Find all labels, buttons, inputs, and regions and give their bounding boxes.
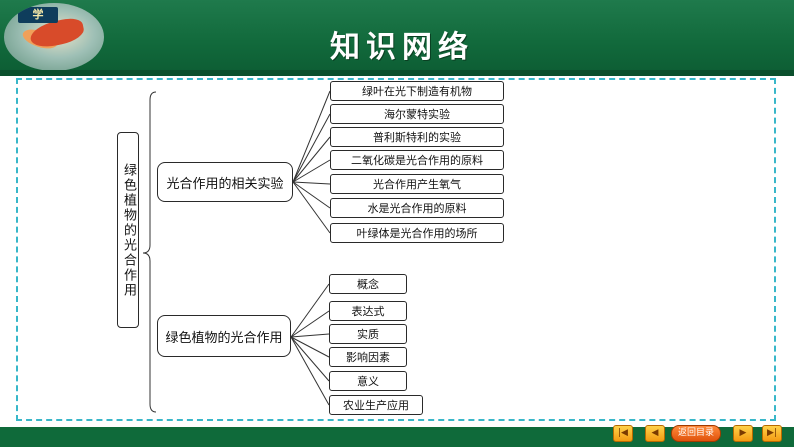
prev-page-button[interactable]: ◀: [645, 425, 665, 442]
root-brace: [142, 91, 157, 413]
logo-badge: 学: [18, 7, 58, 23]
leaf-node: 表达式: [329, 301, 407, 321]
branch-node-photosynthesis: 绿色植物的光合作用: [157, 315, 291, 357]
branch2-connectors: [290, 283, 330, 406]
skip-forward-icon: ▶|: [767, 428, 777, 438]
return-toc-button[interactable]: 返回目录: [671, 425, 721, 442]
leaf-node: 水是光合作用的原料: [330, 198, 504, 218]
header-stripe: [0, 70, 794, 76]
leaf-node: 农业生产应用: [329, 395, 423, 415]
first-page-button[interactable]: |◀: [613, 425, 633, 442]
footer-bar: [0, 427, 794, 447]
leaf-node: 海尔蒙特实验: [330, 104, 504, 124]
prev-icon: ◀: [651, 428, 659, 438]
skip-back-icon: |◀: [618, 428, 628, 438]
leaf-node: 概念: [329, 274, 407, 294]
leaf-node: 绿叶在光下制造有机物: [330, 81, 504, 101]
leaf-node: 意义: [329, 371, 407, 391]
leaf-node: 二氧化碳是光合作用的原料: [330, 150, 504, 170]
header-banner: 学 知识网络: [0, 0, 794, 76]
next-page-button[interactable]: ▶: [733, 425, 753, 442]
leaf-node: 实质: [329, 324, 407, 344]
last-page-button[interactable]: ▶|: [762, 425, 782, 442]
logo: 学: [4, 3, 104, 71]
branch1-connectors: [292, 90, 331, 234]
root-node: 绿色植物的光合作用: [117, 132, 139, 328]
branch-node-experiments: 光合作用的相关实验: [157, 162, 293, 202]
leaf-node: 普利斯特利的实验: [330, 127, 504, 147]
next-icon: ▶: [739, 428, 747, 438]
page-title: 知识网络: [330, 30, 474, 65]
leaf-node: 光合作用产生氧气: [330, 174, 504, 194]
leaf-node: 影响因素: [329, 347, 407, 367]
content-frame: [16, 78, 776, 421]
leaf-node: 叶绿体是光合作用的场所: [330, 223, 504, 243]
